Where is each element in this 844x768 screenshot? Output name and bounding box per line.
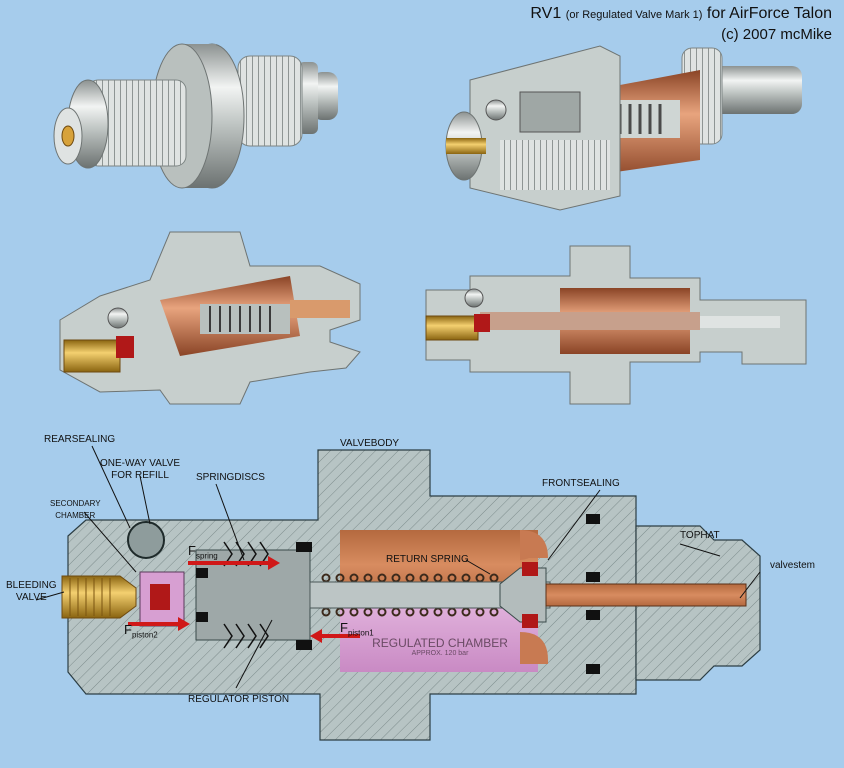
regulated-chamber-title: REGULATED CHAMBER — [372, 636, 508, 650]
label-bleeding-valve: BLEEDING VALVE — [6, 580, 57, 604]
regulated-chamber-label: REGULATED CHAMBER APPROX. 120 bar — [358, 636, 522, 657]
render-closed-valve — [53, 43, 338, 189]
label-secondary-chamber: SECONDARY CHAMBER — [50, 498, 101, 522]
diagram-title: RV1 (or Regulated Valve Mark 1) for AirF… — [530, 4, 832, 45]
label-valvestem: valvestem — [770, 560, 816, 571]
label-bleeding-valve-line2: VALVE — [15, 592, 47, 603]
label-secondary-chamber-line1: SECONDARY — [50, 499, 101, 508]
label-rearsealing: REARSEALING — [44, 434, 116, 445]
force-piston2-sub: piston2 — [131, 630, 158, 640]
label-valvebody: VALVEBODY — [340, 438, 400, 449]
label-one-way-valve-line1: ONE-WAY VALVE — [100, 458, 181, 469]
label-tophat: TOPHAT — [680, 530, 720, 541]
render-section-perspective — [59, 231, 361, 405]
force-piston1-main: F — [340, 620, 348, 635]
label-one-way-valve: ONE-WAY VALVE FOR REFILL — [100, 458, 180, 482]
label-secondary-chamber-line2: CHAMBER — [55, 511, 96, 520]
force-piston1-sub: piston1 — [347, 628, 374, 638]
force-spring-main: F — [188, 543, 196, 558]
title-paren: (or Regulated Valve Mark 1) — [565, 9, 703, 21]
copyright: (c) 2007 mcMike — [721, 26, 832, 43]
title-suffix: for AirForce Talon — [706, 5, 832, 22]
label-return-spring: RETURN SPRING — [386, 554, 469, 565]
title-line-1: RV1 (or Regulated Valve Mark 1) for AirF… — [530, 4, 832, 25]
render-cutaway-valve — [445, 45, 802, 211]
force-piston2-main: F — [124, 622, 132, 637]
force-spring-sub: spring — [195, 551, 218, 561]
label-frontsealing: FRONTSEALING — [542, 478, 620, 489]
force-piston2-label: Fpiston2 — [124, 622, 158, 640]
render-section-flat — [425, 245, 807, 405]
label-springdiscs: SPRINGDISCS — [196, 472, 265, 483]
force-piston1-label: Fpiston1 — [340, 620, 374, 638]
label-bleeding-valve-line1: BLEEDING — [6, 580, 57, 591]
title-main: RV1 — [530, 5, 562, 22]
label-one-way-valve-line2: FOR REFILL — [111, 470, 169, 481]
section-drawing — [35, 445, 761, 741]
force-spring-label: Fspring — [188, 543, 218, 561]
label-regulator-piston: REGULATOR PISTON — [188, 694, 290, 705]
regulated-chamber-note: APPROX. 120 bar — [411, 650, 469, 657]
